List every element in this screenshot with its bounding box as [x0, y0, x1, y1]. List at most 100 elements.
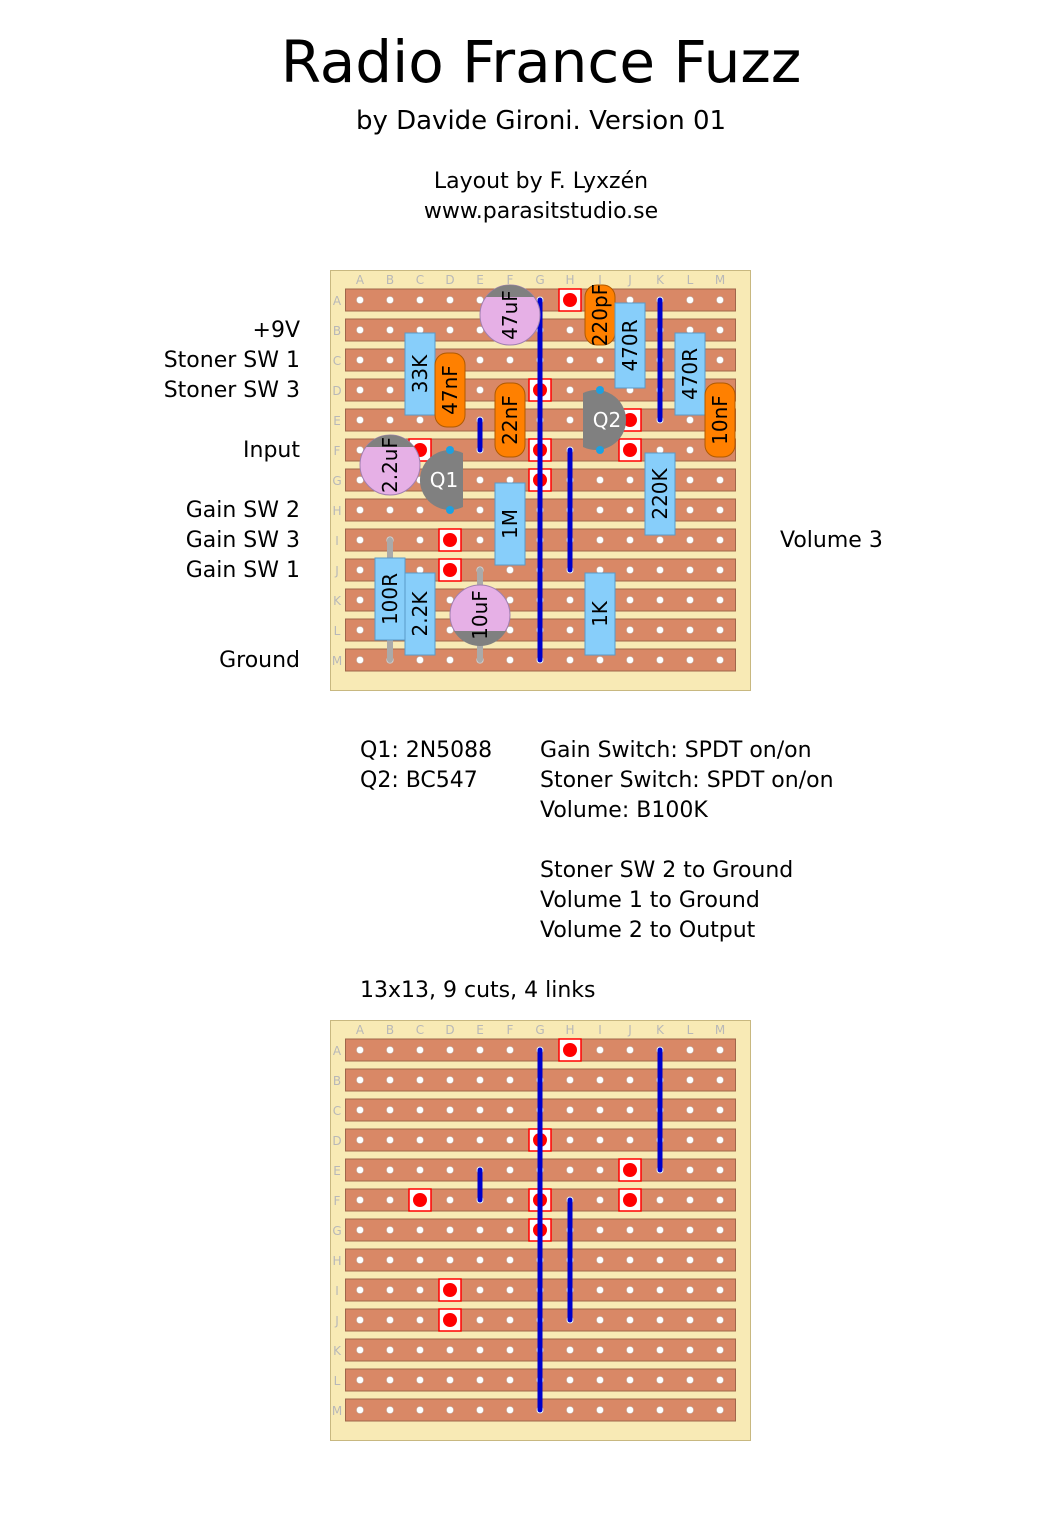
component-label: 2.2uF	[378, 437, 402, 493]
hole	[626, 1316, 634, 1324]
hole	[386, 1256, 394, 1264]
hole	[446, 1256, 454, 1264]
polarity-band	[366, 435, 414, 447]
q2-spec: Q2: BC547	[360, 768, 478, 793]
hole	[596, 656, 604, 664]
hole	[476, 1256, 484, 1264]
hole	[506, 1316, 514, 1324]
hole	[416, 536, 424, 544]
hole	[686, 1226, 694, 1234]
column-label: L	[687, 273, 694, 287]
hole	[596, 1286, 604, 1294]
row-label: C	[333, 354, 341, 368]
hole	[356, 566, 364, 574]
component-label: 33K	[408, 354, 432, 393]
hole	[506, 1286, 514, 1294]
hole	[596, 1406, 604, 1414]
hole	[686, 1376, 694, 1384]
row-label: K	[333, 1344, 342, 1358]
row-label: I	[335, 534, 339, 548]
hole	[716, 1376, 724, 1384]
hole	[506, 1346, 514, 1354]
hole	[626, 1376, 634, 1384]
hole	[476, 1316, 484, 1324]
hole	[716, 1046, 724, 1054]
wiring-note-3: Volume 2 to Output	[540, 918, 756, 943]
hole	[356, 1406, 364, 1414]
component-label: 470R	[678, 348, 702, 400]
hole	[716, 656, 724, 664]
hole	[506, 1256, 514, 1264]
hole	[686, 626, 694, 634]
resistor-r220k	[644, 452, 676, 536]
hole	[656, 446, 664, 454]
hole	[596, 356, 604, 364]
hole	[476, 506, 484, 514]
resistor-r470a	[614, 302, 646, 389]
component-label: 47uF	[498, 290, 522, 340]
row-label: I	[335, 1284, 339, 1298]
hole	[386, 1406, 394, 1414]
hole	[626, 1346, 634, 1354]
hole	[596, 1166, 604, 1174]
hole	[386, 296, 394, 304]
column-label: G	[535, 1023, 544, 1037]
hole	[476, 1286, 484, 1294]
track-cut-mark	[443, 1313, 457, 1327]
track-cut-mark	[563, 293, 577, 307]
hole	[656, 1256, 664, 1264]
hole	[566, 1346, 574, 1354]
hole	[386, 1196, 394, 1204]
hole	[416, 1286, 424, 1294]
hole	[716, 296, 724, 304]
hole	[506, 1046, 514, 1054]
column-label: B	[386, 1023, 394, 1037]
hole	[386, 326, 394, 334]
column-label: L	[687, 1023, 694, 1037]
track-cut-mark	[443, 1283, 457, 1297]
hole	[716, 626, 724, 634]
hole	[476, 1346, 484, 1354]
column-label: I	[598, 1023, 602, 1037]
label-gain-sw3: Gain SW 3	[185, 528, 300, 553]
label-9v: +9V	[252, 318, 300, 343]
component-label: 220K	[648, 467, 672, 519]
track-cut-mark	[563, 1043, 577, 1057]
hole	[356, 506, 364, 514]
hole	[626, 506, 634, 514]
wiring-note-2: Volume 1 to Ground	[540, 888, 760, 913]
hole	[566, 1166, 574, 1174]
hole	[476, 536, 484, 544]
hole	[416, 566, 424, 574]
column-label: B	[386, 273, 394, 287]
hole	[356, 1166, 364, 1174]
hole	[596, 1376, 604, 1384]
component-label: 10uF	[468, 590, 492, 640]
hole	[686, 416, 694, 424]
hole	[416, 1166, 424, 1174]
hole	[716, 476, 724, 484]
hole	[506, 1376, 514, 1384]
hole	[656, 1346, 664, 1354]
hole	[416, 1376, 424, 1384]
hole	[716, 1256, 724, 1264]
label-stoner-sw1: Stoner SW 1	[163, 348, 300, 373]
hole	[386, 1136, 394, 1144]
hole	[686, 1166, 694, 1174]
component-label: 47nF	[438, 365, 462, 415]
row-label: A	[333, 294, 342, 308]
hole	[506, 566, 514, 574]
hole	[506, 1106, 514, 1114]
hole	[356, 1226, 364, 1234]
hole	[356, 1286, 364, 1294]
hole	[716, 1166, 724, 1174]
row-label: J	[334, 1314, 339, 1328]
hole	[476, 1106, 484, 1114]
row-label: F	[334, 1194, 341, 1208]
hole	[716, 1196, 724, 1204]
wiring-note-1: Stoner SW 2 to Ground	[540, 858, 794, 883]
row-label: M	[332, 1404, 342, 1418]
hole	[386, 1376, 394, 1384]
